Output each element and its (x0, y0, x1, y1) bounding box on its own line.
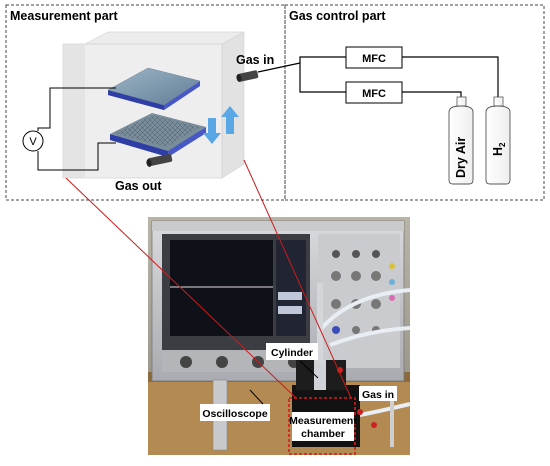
callout-line-left (65, 177, 297, 399)
lower-sensor-plate (110, 113, 206, 157)
voltmeter-circuit (37, 87, 116, 171)
gas-in-label: Gas in (236, 53, 274, 67)
cylinder-label: Cylinder (271, 347, 313, 359)
chamber-label-box (292, 412, 354, 441)
voltmeter-label: V (29, 136, 37, 148)
h2-label: H2 (491, 142, 507, 156)
chamber-cube (62, 31, 245, 179)
measurement-chamber-outline (288, 397, 356, 455)
dry-air-cylinder (448, 96, 474, 185)
cylinder-leader (299, 360, 319, 379)
dry-air-label: Dry Air (454, 137, 468, 178)
mfc-bottom-label: MFC (362, 88, 386, 100)
photo-gas-in-label-box (359, 386, 397, 401)
cylinder-label-box (266, 343, 318, 360)
up-down-arrows (203, 106, 239, 144)
mfc-top-box (345, 46, 403, 69)
chamber-label-line2: chamber (301, 428, 345, 440)
oscilloscope-label: Oscilloscope (202, 408, 268, 420)
gas-out-label: Gas out (115, 179, 162, 193)
gas-in-nozzle (236, 62, 301, 82)
h2-cylinder (485, 96, 511, 185)
chamber-label-line1: Measurement (289, 415, 357, 427)
measurement-part-title: Measurement part (10, 9, 119, 23)
gas-control-part-title: Gas control part (289, 9, 386, 23)
gas-lines (299, 56, 499, 98)
oscilloscope-leader (249, 389, 264, 405)
voltmeter-symbol (22, 130, 44, 152)
gas-control-part-frame (284, 4, 545, 201)
gas-out-nozzle (146, 153, 173, 167)
callout-line-right (243, 159, 352, 399)
mfc-top-label: MFC (362, 53, 386, 65)
oscilloscope-label-box (200, 404, 270, 421)
upper-electrode-plate (107, 67, 201, 110)
mfc-bottom-box (345, 81, 403, 104)
photo-gas-in-label: Gas in (362, 389, 394, 401)
lab-photo (148, 217, 411, 455)
